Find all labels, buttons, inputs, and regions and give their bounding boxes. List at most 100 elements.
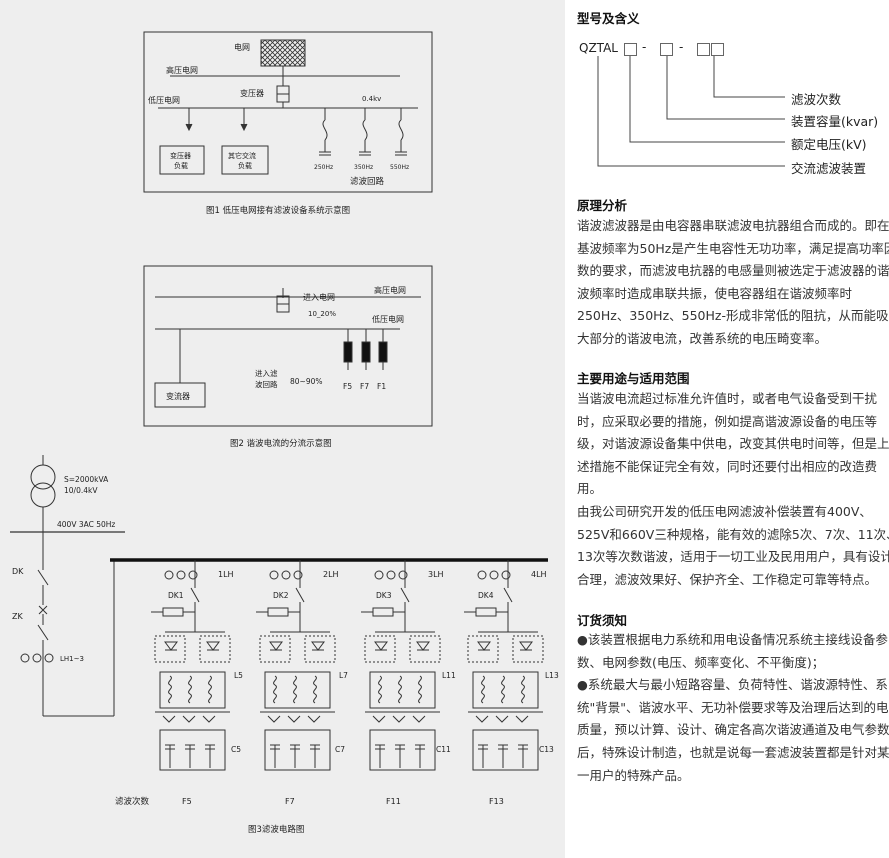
- fig1-f550: 550Hz: [390, 164, 409, 171]
- fig1-load2-l1: 其它交流: [228, 151, 256, 160]
- branch3-l: L11: [442, 671, 456, 680]
- principle-line: 波频率时造成串联共振，使电容器组在谐波频率时: [577, 285, 853, 301]
- fig3-order-label: 滤波次数: [115, 796, 150, 807]
- model-item-order: 滤波次数: [791, 92, 842, 107]
- fig1-load1-l1: 变压器: [170, 151, 191, 160]
- branch2-dk: DK2: [273, 591, 289, 600]
- branch3-c: C11: [436, 745, 451, 754]
- filter-branch-2: [255, 559, 336, 771]
- model-item-device: 交流滤波装置: [791, 161, 867, 176]
- usage-line: 用。: [577, 481, 603, 497]
- fig3-spec2: 10/0.4kV: [64, 486, 98, 495]
- fig2-filter-f7: F7: [360, 382, 369, 391]
- fig1-hv-label: 高压电网: [166, 65, 198, 75]
- fig1-load1-l2: 负载: [174, 161, 188, 170]
- model-title: 型号及含义: [577, 11, 640, 26]
- model-item-voltage: 额定电压(kV): [791, 137, 867, 152]
- principle-text: 谐波滤波器是由电容器串联滤波电抗器组合而成的。即在 基波频率为50Hz是产生电容…: [577, 215, 889, 351]
- fig1-frame: [143, 31, 433, 193]
- model-leader-lines: [597, 56, 785, 167]
- usage-title: 主要用途与适用范围: [577, 371, 690, 386]
- fig1-lv-label: 低压电网: [148, 95, 180, 105]
- branch4-f: F13: [489, 797, 504, 806]
- model-box-2: [660, 43, 673, 56]
- model-dash-1: -: [642, 40, 647, 54]
- fig1-filter-loop: 滤波回路: [350, 176, 385, 187]
- fig2-enter-grid: 进入电网: [303, 292, 335, 302]
- usage-line: 级，对谐波源设备集中供电，改变其供电时间等，但是上: [577, 436, 889, 452]
- load1-box: [159, 145, 205, 175]
- branch4-dk: DK4: [478, 591, 494, 600]
- model-box-4: [711, 43, 724, 56]
- model-code: QZTAL: [579, 41, 618, 55]
- usage-text: 当谐波电流超过标准允许值时，或者电气设备受到干扰 时，应采取必要的措施，例如提高…: [577, 388, 889, 591]
- principle-line: 谐波滤波器是由电容器串联滤波电抗器组合而成的。即在: [577, 218, 889, 233]
- fig3-caption: 图3滤波电路图: [248, 824, 304, 835]
- branch1-l: L5: [234, 671, 243, 680]
- branch2-lh: 2LH: [323, 570, 339, 579]
- order-line: 后，特殊设计制造，也就是说每一套滤波装置都是针对某: [577, 744, 889, 760]
- branch1-c: C5: [231, 745, 241, 754]
- branch1-f: F5: [182, 797, 192, 806]
- fig1-transformer-label: 变压器: [240, 88, 264, 98]
- branch2-c: C7: [335, 745, 345, 754]
- diagram-panel: 电网 高压电网 低压电网 变压器 0.4kv 变压器 负载 其它交流 负载 25…: [0, 0, 565, 858]
- model-item-capacity: 装置容量(kvar): [791, 114, 879, 129]
- fig3-dk-label: DK: [12, 567, 24, 576]
- circuit-diagrams: 电网 高压电网 低压电网 变压器 0.4kv 变压器 负载 其它交流 负载 25…: [10, 31, 559, 835]
- fig1-caption: 图1 低压电网接有滤波设备系统示意图: [206, 205, 350, 216]
- fig3-bus-label: 400V 3AC 50Hz: [57, 520, 115, 529]
- branch3-dk: DK3: [376, 591, 392, 600]
- branch2-l: L7: [339, 671, 348, 680]
- principle-title: 原理分析: [577, 198, 628, 213]
- fig2-pct-grid: 10_20%: [308, 310, 336, 318]
- filter-branches-fig1: [319, 108, 407, 156]
- fig2-converter-box: [154, 382, 206, 408]
- fig2-frame: [143, 265, 433, 427]
- branch4-l: L13: [545, 671, 559, 680]
- fig2-pct-filter: 80~90%: [290, 377, 323, 386]
- fig2-filter-f1: F1: [377, 382, 386, 391]
- figure-1: [143, 31, 433, 193]
- fig3-spec1: S=2000kVA: [64, 475, 109, 484]
- principle-line: 250Hz、350Hz、550Hz-形成非常低的阻抗，从而能吸收: [577, 308, 889, 324]
- principle-line: 基波频率为50Hz是产生电容性无功功率，满足提高功率因: [577, 240, 889, 256]
- usage-line: 525V和660V三种规格，能有效的滤除5次、7次、11次、: [577, 526, 889, 542]
- fig1-load2-l2: 负载: [238, 161, 252, 170]
- branch1-lh: 1LH: [218, 570, 234, 579]
- order-title: 订货须知: [577, 613, 628, 628]
- branch2-f: F7: [285, 797, 295, 806]
- model-box-1: [624, 43, 637, 56]
- branch4-c: C13: [539, 745, 554, 754]
- load2-box: [221, 145, 269, 175]
- fig3-lh-main: LH1~3: [60, 655, 84, 663]
- principle-line: 大部分的谐波电流，改善系统的电压畸变率。: [577, 330, 828, 346]
- grid-symbol: [260, 39, 306, 67]
- fig1-f250: 250Hz: [314, 164, 333, 171]
- usage-line: 由我公司研究开发的低压电网滤波补偿装置有400V、: [577, 503, 872, 519]
- branch1-dk: DK1: [168, 591, 184, 600]
- principle-line: 数的要求，而滤波电抗器的电感量则被选定于滤波器的谐: [577, 263, 889, 279]
- transformer-coil-bottom: [30, 482, 56, 508]
- order-text: ●该装置根据电力系统和用电设备情况系统主接线设备参 数、电网参数(电压、频率变化…: [577, 629, 889, 787]
- usage-line: 述措施不能保证完全有效，同时还要付出相应的改造费: [577, 458, 878, 474]
- order-line: ●系统最大与最小短路容量、负荷特性、谐波源特性、系: [577, 677, 888, 693]
- filter-branch-4: [463, 559, 544, 771]
- order-line: 统"背景"、谐波水平、无功补偿要求等及治理后达到的电能: [577, 699, 889, 715]
- fig2-enter-filter-l1: 进入滤: [255, 368, 278, 378]
- fig2-converter-label: 变流器: [166, 391, 190, 401]
- fig2-caption: 图2 谐波电流的分流示意图: [230, 438, 332, 449]
- fig1-f350: 350Hz: [354, 164, 373, 171]
- figure-3: [10, 455, 548, 717]
- order-line: ●该装置根据电力系统和用电设备情况系统主接线设备参: [577, 632, 888, 647]
- branch3-f: F11: [386, 797, 401, 806]
- branch3-lh: 3LH: [428, 570, 444, 579]
- usage-line: 当谐波电流超过标准允许值时，或者电气设备受到干扰: [577, 391, 878, 406]
- order-line: 数、电网参数(电压、频率变化、不平衡度)；: [577, 654, 825, 670]
- branch4-lh: 4LH: [531, 570, 547, 579]
- description-panel: 型号及含义 QZTAL - - 滤波次数 装置容量(kvar) 额定电压(kV)…: [567, 0, 889, 858]
- figure-2: [143, 265, 433, 427]
- transformer-coil-top: [30, 464, 56, 490]
- fig2-enter-filter-l2: 波回路: [255, 379, 278, 389]
- fig2-filter-f5: F5: [343, 382, 352, 391]
